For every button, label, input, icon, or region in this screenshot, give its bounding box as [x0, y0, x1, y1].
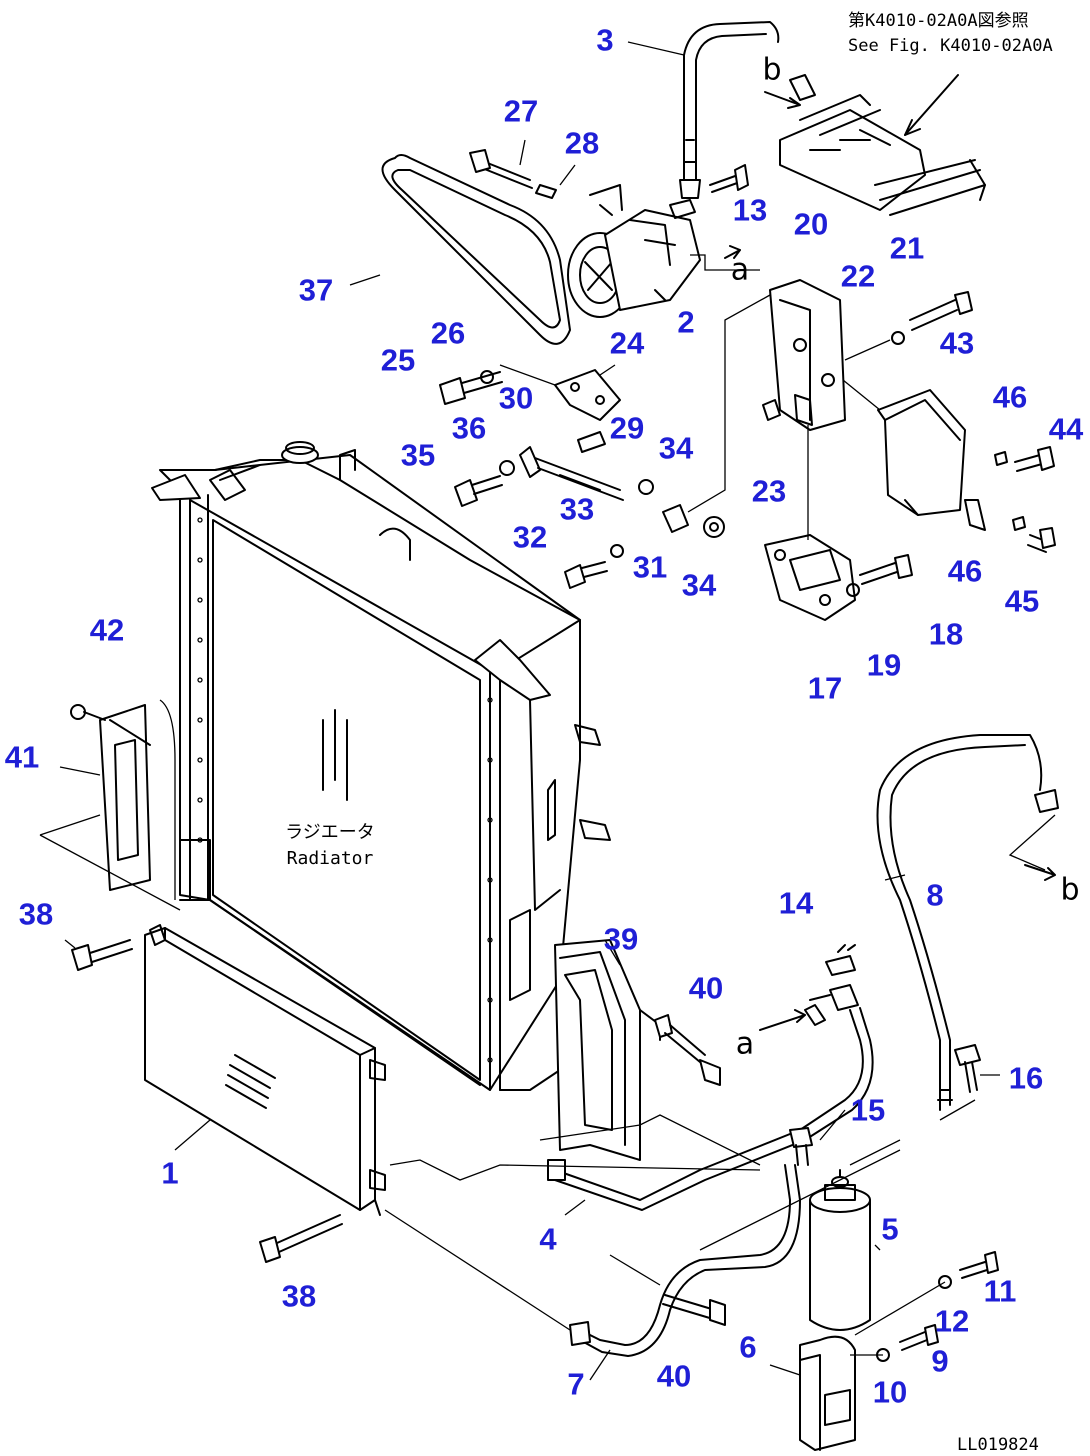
- callout-13[interactable]: 13: [733, 193, 767, 228]
- callout-8[interactable]: 8: [926, 878, 943, 913]
- radiator-label-jp: ラジエータ: [285, 822, 375, 843]
- callout-35[interactable]: 35: [401, 438, 435, 473]
- receiver-tank: [809, 1169, 871, 1331]
- connection-marker-a-lower: a: [736, 1027, 754, 1062]
- callout-17[interactable]: 17: [808, 671, 842, 706]
- callout-19[interactable]: 19: [867, 648, 901, 683]
- callout-40-lower[interactable]: 40: [657, 1359, 691, 1394]
- callout-46-upper[interactable]: 46: [993, 380, 1027, 415]
- callout-34-lower[interactable]: 34: [682, 568, 717, 603]
- callout-30[interactable]: 30: [499, 381, 533, 416]
- connection-marker-b-lower: b: [1060, 873, 1079, 908]
- callout-45[interactable]: 45: [1005, 584, 1039, 619]
- callout-11[interactable]: 11: [984, 1274, 1017, 1309]
- callout-37[interactable]: 37: [299, 273, 333, 308]
- callout-36[interactable]: 36: [452, 411, 486, 446]
- callout-34-upper[interactable]: 34: [659, 431, 694, 466]
- condenser: [144, 924, 386, 1216]
- callout-29[interactable]: 29: [610, 411, 644, 446]
- callout-32[interactable]: 32: [513, 520, 547, 555]
- callout-42[interactable]: 42: [90, 613, 124, 648]
- connection-marker-b-upper: b: [762, 53, 781, 88]
- callout-16[interactable]: 16: [1009, 1061, 1043, 1096]
- callout-40-upper[interactable]: 40: [689, 971, 723, 1006]
- callout-21[interactable]: 21: [890, 231, 924, 266]
- callout-33[interactable]: 33: [560, 492, 594, 527]
- callout-24[interactable]: 24: [610, 326, 645, 361]
- callout-3[interactable]: 3: [596, 23, 613, 58]
- reference-text-en: See Fig. K4010-02A0A: [848, 36, 1053, 56]
- callout-1[interactable]: 1: [161, 1156, 178, 1191]
- callout-5[interactable]: 5: [881, 1212, 898, 1247]
- connection-marker-a-upper: a: [731, 253, 749, 288]
- expansion-valve: [764, 74, 986, 216]
- callout-41[interactable]: 41: [5, 740, 39, 775]
- callout-2[interactable]: 2: [677, 305, 694, 340]
- callout-10[interactable]: 10: [873, 1375, 907, 1410]
- callout-25[interactable]: 25: [381, 343, 415, 378]
- callout-46-lower[interactable]: 46: [948, 554, 982, 589]
- callout-26[interactable]: 26: [431, 316, 465, 351]
- callout-6[interactable]: 6: [739, 1330, 756, 1365]
- callout-18[interactable]: 18: [929, 617, 963, 652]
- callout-38-lower[interactable]: 38: [282, 1279, 316, 1314]
- drawing-code: LL019824: [957, 1435, 1039, 1455]
- callout-4[interactable]: 4: [539, 1222, 557, 1257]
- callout-22[interactable]: 22: [841, 259, 875, 294]
- callout-12[interactable]: 12: [935, 1304, 969, 1339]
- compressor: [567, 184, 760, 318]
- callout-7[interactable]: 7: [567, 1367, 584, 1402]
- callout-28[interactable]: 28: [565, 126, 599, 161]
- callout-20[interactable]: 20: [794, 207, 828, 242]
- callout-9[interactable]: 9: [931, 1344, 948, 1379]
- drawing-lines: [39, 21, 1059, 1451]
- callout-38-upper[interactable]: 38: [19, 897, 53, 932]
- callout-43[interactable]: 43: [940, 326, 974, 361]
- callout-14[interactable]: 14: [779, 886, 814, 921]
- reference-text-jp: 第K4010-02A0A図参照: [848, 11, 1029, 31]
- callout-15[interactable]: 15: [851, 1093, 885, 1128]
- callout-31[interactable]: 31: [633, 550, 667, 585]
- callout-27[interactable]: 27: [504, 94, 538, 129]
- callout-44[interactable]: 44: [1049, 412, 1084, 447]
- radiator-label-en: Radiator: [287, 848, 374, 869]
- radiator: [151, 441, 611, 1091]
- part-callouts: 1 2 3 4 5 6 7 8 9 10 11 12 13 14 15 16 1…: [5, 23, 1084, 1410]
- callout-23[interactable]: 23: [752, 474, 786, 509]
- callout-39[interactable]: 39: [604, 922, 638, 957]
